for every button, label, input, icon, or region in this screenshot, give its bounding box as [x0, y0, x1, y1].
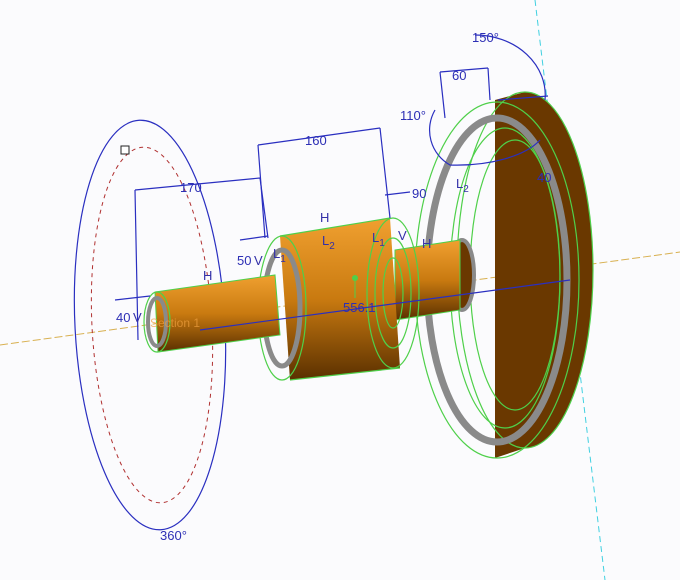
dim-50[interactable]: 50: [237, 253, 251, 268]
label-v: V: [133, 310, 142, 325]
dim-160[interactable]: 160: [305, 133, 327, 148]
label-l2: L2: [456, 176, 469, 195]
dim-360-deg[interactable]: 360°: [160, 528, 187, 543]
dim-110-deg[interactable]: 110°: [400, 108, 426, 123]
section-ghost-label: Section 1: [150, 316, 200, 330]
shaft-left[interactable]: [143, 274, 281, 353]
label-h: H: [203, 268, 212, 283]
dim-60[interactable]: 60: [452, 68, 466, 83]
dim-40-right[interactable]: 40: [537, 170, 551, 185]
dim-40-left[interactable]: 40: [116, 310, 130, 325]
label-l2: L2: [322, 233, 335, 252]
handle-square[interactable]: [120, 145, 130, 155]
label-l1: L1: [273, 246, 286, 265]
dim-150-deg[interactable]: 150°: [472, 30, 499, 45]
middle-cylinder[interactable]: [257, 217, 420, 381]
dim-90[interactable]: 90: [412, 186, 426, 201]
label-h: H: [320, 210, 329, 225]
dim-556[interactable]: 556.1: [343, 300, 376, 315]
label-h: H: [422, 236, 431, 251]
dim-170[interactable]: 170: [180, 180, 202, 195]
dimension-lines: [114, 34, 571, 341]
label-v: V: [254, 253, 263, 268]
label-v: V: [398, 228, 407, 243]
label-l1: L1: [372, 230, 385, 249]
